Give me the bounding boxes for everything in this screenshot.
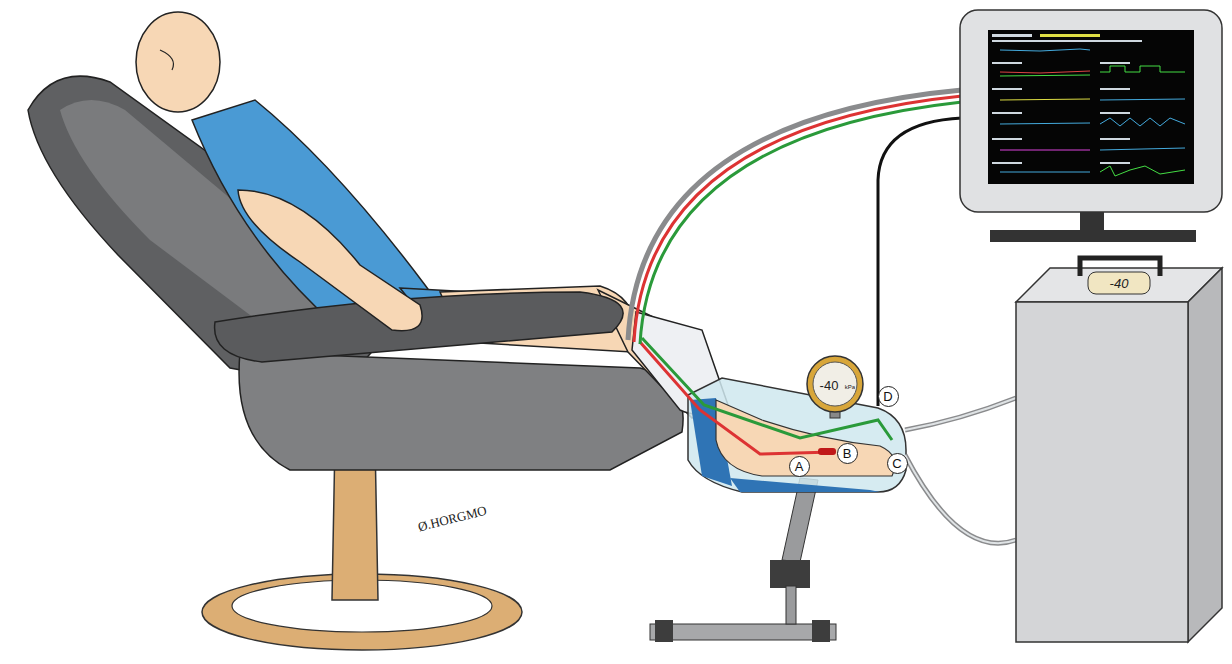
callout-circle: B <box>837 443 858 464</box>
callout-letter: B <box>843 447 852 460</box>
callout-letter: A <box>795 460 804 473</box>
callout-letter: C <box>892 457 901 470</box>
callout-circle: C <box>887 453 908 474</box>
gauge-reading: -40 <box>820 379 839 392</box>
artist-signature: Ø.HORGMO <box>416 503 487 533</box>
callout-circle: A <box>789 456 810 477</box>
gauge-unit: kPa <box>845 384 855 390</box>
pump-reading: -40 <box>1110 277 1129 290</box>
callout-circle: D <box>878 386 899 407</box>
callout-letter: D <box>883 390 892 403</box>
